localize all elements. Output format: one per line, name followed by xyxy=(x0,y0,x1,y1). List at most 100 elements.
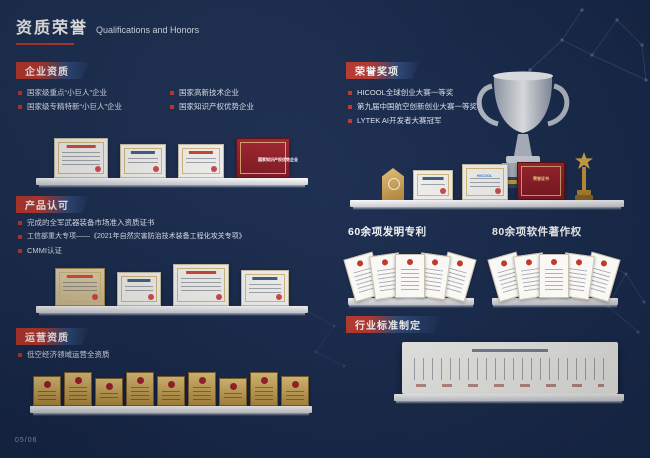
section-header-label: 产品认可 xyxy=(25,201,69,212)
certificate-heading xyxy=(66,145,96,148)
list-item-label: 国家级专精特新“小巨人”企业 xyxy=(27,102,122,111)
shelf xyxy=(492,298,618,308)
certificate-seal-icon xyxy=(440,188,446,194)
bullet-marker xyxy=(18,221,22,225)
page-title: 资质荣誉 Qualifications and Honors xyxy=(16,14,199,45)
section-header-enterprise: 企业资质 xyxy=(16,62,89,79)
bullet-marker xyxy=(170,105,174,109)
title-en: Qualifications and Honors xyxy=(96,25,200,35)
certificate-heading xyxy=(186,271,216,274)
certificate-seal-icon xyxy=(92,294,98,300)
certificate-banner-label: HICOOL xyxy=(477,173,493,178)
certificate-ip-advantage: 国家知识产权优势企业 xyxy=(236,138,298,178)
shelf xyxy=(30,406,312,416)
certificate-banner-label: 荣誉证书 xyxy=(533,175,549,181)
certificate xyxy=(173,264,229,306)
list-item: 工信部重大专项——《2021年自然灾害防治技术装备工程化攻关专项》 xyxy=(18,230,330,244)
list-item-label: 工信部重大专项——《2021年自然灾害防治技术装备工程化攻关专项》 xyxy=(27,233,246,240)
plaque xyxy=(95,378,123,406)
certificate-seal-icon xyxy=(153,166,159,172)
patent-certificates xyxy=(343,240,477,303)
section-header-product: 产品认可 xyxy=(16,196,89,213)
list-item-label: 第九届中国航空创新创业大赛一等奖 xyxy=(357,102,477,111)
certificate xyxy=(413,170,453,200)
standards-document xyxy=(402,342,618,394)
section-header-label: 行业标准制定 xyxy=(355,321,421,332)
list-item: LYTEK AI开发者大赛冠军 xyxy=(348,114,477,128)
certificate xyxy=(55,268,105,306)
list-item-label: LYTEK AI开发者大赛冠军 xyxy=(357,116,442,125)
section-header-honors: 荣誉奖项 xyxy=(346,62,419,79)
title-cn: 资质荣誉 xyxy=(16,20,89,37)
enterprise-bullet-list: 国家级重点“小巨人”企业 国家级专精特新“小巨人”企业 国家高新技术企业 国家知… xyxy=(18,86,323,114)
plaque xyxy=(126,372,154,406)
bullet-marker xyxy=(18,249,22,253)
list-item-label: 低空经济领域运营全资质 xyxy=(27,350,110,359)
document-title-line xyxy=(472,349,548,352)
bullet-marker xyxy=(18,91,22,95)
document-footer-line xyxy=(416,384,604,387)
plaque xyxy=(33,376,61,406)
bullet-marker xyxy=(18,105,22,109)
certificate-heading xyxy=(422,177,444,180)
section-header-label: 荣誉奖项 xyxy=(355,67,399,78)
shelf xyxy=(348,298,474,308)
software-certificates xyxy=(487,240,621,303)
operation-plaques xyxy=(30,364,312,406)
certificate-seal-icon xyxy=(216,294,222,300)
certificate-honor: 荣誉证书 xyxy=(517,162,565,200)
list-item-label: 国家高新技术企业 xyxy=(179,88,239,97)
list-item-label: 完成的全军武器装备市场准入资质证书 xyxy=(27,218,155,227)
enterprise-certificates: 国家知识产权优势企业 xyxy=(36,120,308,178)
list-item: 完成的全军武器装备市场准入资质证书 xyxy=(18,216,330,230)
honors-awards: HICOOL 荣誉证书 xyxy=(352,138,624,200)
certificate-heading xyxy=(252,277,278,280)
section-header-operation: 运营资质 xyxy=(16,328,89,345)
bullet-marker xyxy=(18,235,22,239)
list-item: 国家知识产权优势企业 xyxy=(170,100,323,114)
section-header-standards: 行业标准制定 xyxy=(346,316,441,333)
certificate-banner: 荣誉证书 xyxy=(519,168,563,186)
operation-bullet-list: 低空经济领域运营全资质 xyxy=(18,348,110,362)
list-item: 国家高新技术企业 xyxy=(170,86,323,100)
software-header: 80余项软件著作权 xyxy=(492,226,582,238)
list-item: HICOOL全球创业大赛一等奖 xyxy=(348,86,477,100)
certificate-banner: HICOOL xyxy=(464,165,506,183)
list-item-label: 国家知识产权优势企业 xyxy=(179,102,254,111)
plaque xyxy=(250,372,278,406)
certificate-banner-label: 国家知识产权优势企业 xyxy=(258,157,298,162)
bullet-marker xyxy=(170,91,174,95)
shelf xyxy=(350,200,624,210)
certificate-seal-icon xyxy=(211,166,217,172)
list-item-label: HICOOL全球创业大赛一等奖 xyxy=(357,88,454,97)
acrylic-award xyxy=(382,168,404,200)
plaque xyxy=(219,378,247,406)
shelf xyxy=(394,394,624,404)
list-item-label: 国家级重点“小巨人”企业 xyxy=(27,88,107,97)
product-bullet-list: 完成的全军武器装备市场准入资质证书 工信部重大专项——《2021年自然灾害防治技… xyxy=(18,216,330,258)
patents-header: 60余项发明专利 xyxy=(348,226,427,238)
bullet-marker xyxy=(348,119,352,123)
certificate-seal-icon xyxy=(148,294,154,300)
certificate xyxy=(395,254,425,298)
product-certificates xyxy=(36,248,308,306)
list-item-label: CMMI认证 xyxy=(27,246,62,255)
certificate-seal-icon xyxy=(276,294,282,300)
title-underline xyxy=(16,43,74,45)
list-item: CMMI认证 xyxy=(18,244,330,258)
certificate-seal-icon xyxy=(95,166,101,172)
certificate-seal-icon xyxy=(495,188,501,194)
certificate-hicool: HICOOL xyxy=(462,164,508,200)
certificate xyxy=(178,144,224,178)
certificate xyxy=(241,270,289,306)
page-number: 05/06 xyxy=(15,437,38,444)
certificate xyxy=(120,144,166,178)
certificate xyxy=(54,138,108,178)
section-header-label: 运营资质 xyxy=(25,333,69,344)
certificate-heading xyxy=(127,279,151,282)
certificate-banner: 国家知识产权优势企业 xyxy=(238,149,298,167)
certificate-heading xyxy=(188,151,214,154)
certificate xyxy=(117,272,161,306)
bullet-marker xyxy=(348,91,352,95)
plaque xyxy=(64,372,92,406)
